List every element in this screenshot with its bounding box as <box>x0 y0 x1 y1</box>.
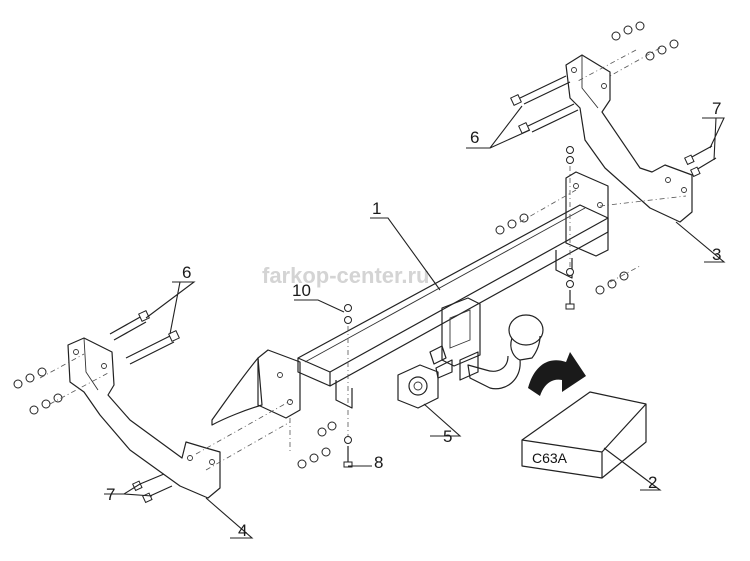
right-bracket <box>565 54 693 223</box>
callout-8: 8 <box>374 453 383 472</box>
assembly-axes <box>39 47 687 471</box>
callout-7-right: 7 <box>712 99 721 118</box>
callout-6-left: 6 <box>182 263 191 282</box>
kit-box: C63A <box>521 391 647 479</box>
nuts-washers-top <box>611 21 679 61</box>
socket-plate <box>397 345 453 409</box>
watermark: farkop-center.ru <box>262 263 430 288</box>
nuts-washers-left <box>13 367 63 415</box>
bolts-7-left <box>132 473 173 504</box>
bolts-7-right <box>684 145 717 178</box>
callout-4: 4 <box>238 521 247 540</box>
tow-ball-assembly <box>459 314 544 390</box>
crossbar <box>211 171 609 426</box>
callout-2: 2 <box>648 473 657 492</box>
nuts-washers-mid <box>495 146 629 295</box>
bolts-6-left <box>109 310 180 365</box>
callout-7-left: 7 <box>106 485 115 504</box>
left-bracket <box>67 337 221 499</box>
callout-3: 3 <box>712 245 721 264</box>
callout-10: 10 <box>292 281 311 300</box>
kit-box-label: C63A <box>532 450 568 466</box>
nuts-washers-bottom <box>297 290 575 469</box>
arrow-icon <box>528 352 586 396</box>
callout-6-right: 6 <box>470 128 479 147</box>
leader-lines <box>104 105 726 539</box>
callout-1: 1 <box>372 199 381 218</box>
callout-5: 5 <box>443 427 452 446</box>
